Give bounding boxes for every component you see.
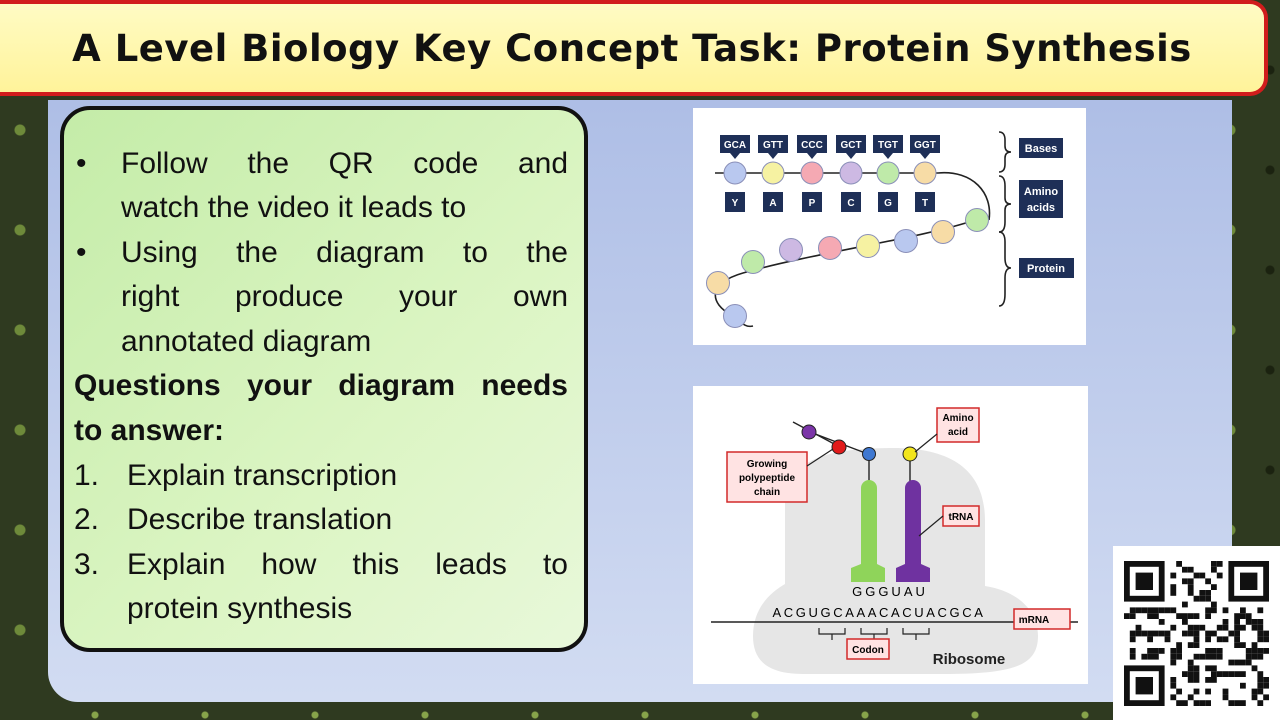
protein-chain-bead xyxy=(818,236,842,260)
codon-tag xyxy=(720,135,750,153)
amino-letter-box xyxy=(725,192,745,212)
amino-letter: G xyxy=(884,198,892,209)
qr-code-pattern xyxy=(1113,546,1280,720)
questions-heading-line: Questions your diagram needs xyxy=(74,369,568,402)
amino-acid-bead xyxy=(876,161,900,185)
bullet-line: annotated diagram xyxy=(121,325,372,358)
protein-label-box xyxy=(1019,258,1074,278)
bullet-mark: • xyxy=(76,147,87,180)
page-title: A Level Biology Key Concept Task: Protei… xyxy=(72,26,1192,70)
amino-letter-box xyxy=(763,192,783,212)
bases-label-box xyxy=(1019,138,1063,158)
trna-label: tRNA xyxy=(949,512,974,523)
translation-ribosome-diagram: GGGUAU ACGUGCAAACACUACGCA Amino acid Gro… xyxy=(693,386,1088,684)
amino-acids-label-line1: Amino xyxy=(1024,186,1059,198)
protein-structure-diagram: GCA GTT CCC GCT TGT GGT Y A P C G T Bases Amino ac… xyxy=(693,108,1086,345)
amino-letter-box xyxy=(915,192,935,212)
amino-letter: P xyxy=(809,198,816,209)
question-text: Explain transcription xyxy=(127,459,398,492)
ribosome-shape xyxy=(753,448,1038,674)
amino-acid-bead xyxy=(839,161,863,185)
question-number: 2. xyxy=(74,503,100,536)
codon-text: GTT xyxy=(763,140,783,151)
codon-tag xyxy=(797,135,827,153)
bullet-line: Follow the QR code and xyxy=(121,147,568,180)
growing-chain-label-line1: Growing xyxy=(747,459,788,470)
codon-tag xyxy=(910,135,940,153)
amino-letter: A xyxy=(769,198,776,209)
amino-letter-box xyxy=(841,192,861,212)
ribosome-label: Ribosome xyxy=(933,651,1006,668)
amino-acid-bead xyxy=(913,161,937,185)
amino-acid-bead xyxy=(902,446,918,462)
protein-chain-bead xyxy=(931,220,955,244)
amino-letter-box xyxy=(802,192,822,212)
amino-acid-bead xyxy=(723,161,747,185)
bullet-line: watch the video it leads to xyxy=(121,191,467,224)
growing-chain-label-line2: polypeptide xyxy=(739,473,796,484)
amino-acid-bead xyxy=(862,447,876,461)
codon-text: CCC xyxy=(801,140,823,151)
qr-code[interactable] xyxy=(1113,546,1280,720)
bullet-line: Using the diagram to the xyxy=(121,236,568,269)
question-text: protein synthesis xyxy=(127,592,353,625)
codon-tag xyxy=(873,135,903,153)
growing-chain-label-box xyxy=(726,451,808,503)
codon-tag xyxy=(758,135,788,153)
codon-brackets xyxy=(818,628,930,640)
question-number: 3. xyxy=(74,548,100,581)
codon-text: GGT xyxy=(914,140,936,151)
codon-labels: GCA GTT CCC GCT TGT GGT xyxy=(720,135,940,159)
codon-text: TGT xyxy=(878,140,898,151)
trna-purple xyxy=(896,480,930,582)
amino-acid-bead xyxy=(801,424,817,440)
amino-acid-bead xyxy=(831,439,847,455)
question-text: Describe translation xyxy=(127,503,393,536)
codon-label: Codon xyxy=(852,645,884,656)
codon-label-box xyxy=(846,638,890,660)
protein-chain-bead xyxy=(706,271,730,295)
amino-acids-label-line2: acids xyxy=(1027,202,1055,214)
ribosome-diagram-svg: GGGUAU ACGUGCAAACACUACGCA Amino acid Gro… xyxy=(711,407,1078,674)
task-instructions-box: • Follow the QR code and watch the video… xyxy=(60,106,588,652)
mrna-label-box xyxy=(1013,608,1071,630)
bullet-mark: • xyxy=(76,236,87,269)
amino-acid-bead xyxy=(800,161,824,185)
amino-letter-box xyxy=(878,192,898,212)
protein-diagram-svg: GCA GTT CCC GCT TGT GGT Y A P C G T Bases Amino ac… xyxy=(706,131,1074,328)
growing-chain-label-line3: chain xyxy=(754,487,780,498)
anticodon-sequence: GGGUAU xyxy=(852,584,928,599)
protein-chain-bead xyxy=(723,304,747,328)
amino-letter: Y xyxy=(732,198,739,209)
mrna-sequence: ACGUGCAAACACUACGCA xyxy=(773,605,986,620)
question-text: Explain how this leads to xyxy=(127,548,568,581)
title-bar: A Level Biology Key Concept Task: Protei… xyxy=(0,0,1268,96)
protein-chain-bead xyxy=(856,234,880,258)
amino-letter: C xyxy=(847,198,854,209)
codon-tag xyxy=(836,135,866,153)
protein-label: Protein xyxy=(1027,263,1065,275)
protein-chain-bead xyxy=(965,208,989,232)
codon-text: GCT xyxy=(840,140,861,151)
amino-acid-label-box xyxy=(936,407,980,443)
codon-text: GCA xyxy=(724,140,746,151)
protein-chain-bead xyxy=(894,229,918,253)
amino-acid-bead xyxy=(761,161,785,185)
protein-chain-bead xyxy=(779,238,803,262)
amino-acid-label-line2: acid xyxy=(948,427,968,438)
trna-green xyxy=(851,480,885,582)
amino-acid-label-line1: Amino xyxy=(942,413,973,424)
bases-label: Bases xyxy=(1025,143,1057,155)
amino-acid-beads xyxy=(706,161,989,328)
protein-chain-bead xyxy=(741,250,765,274)
bullet-line: right produce your own xyxy=(121,280,568,313)
amino-acids-label-box xyxy=(1019,180,1063,218)
amino-letter: T xyxy=(922,198,928,209)
questions-heading-line: to answer: xyxy=(74,414,225,447)
mrna-label: mRNA xyxy=(1019,615,1050,626)
question-number: 1. xyxy=(74,459,100,492)
